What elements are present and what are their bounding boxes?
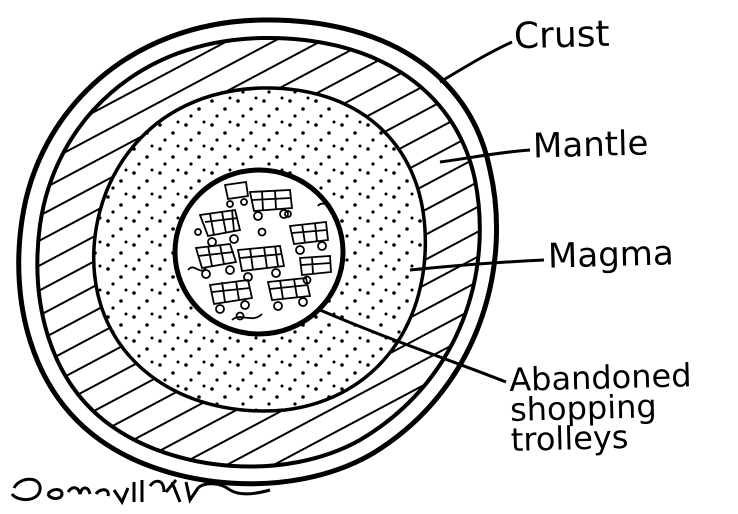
core-layer (175, 170, 343, 334)
crust-leader (440, 42, 512, 82)
label-abandoned-shopping-trolleys: Abandoned shopping trolleys (509, 359, 738, 455)
label-crust: Crust (514, 17, 611, 55)
label-mantle: Mantle (533, 126, 649, 163)
label-magma: Magma (548, 236, 675, 273)
label-core-line-3: trolleys (510, 419, 738, 455)
